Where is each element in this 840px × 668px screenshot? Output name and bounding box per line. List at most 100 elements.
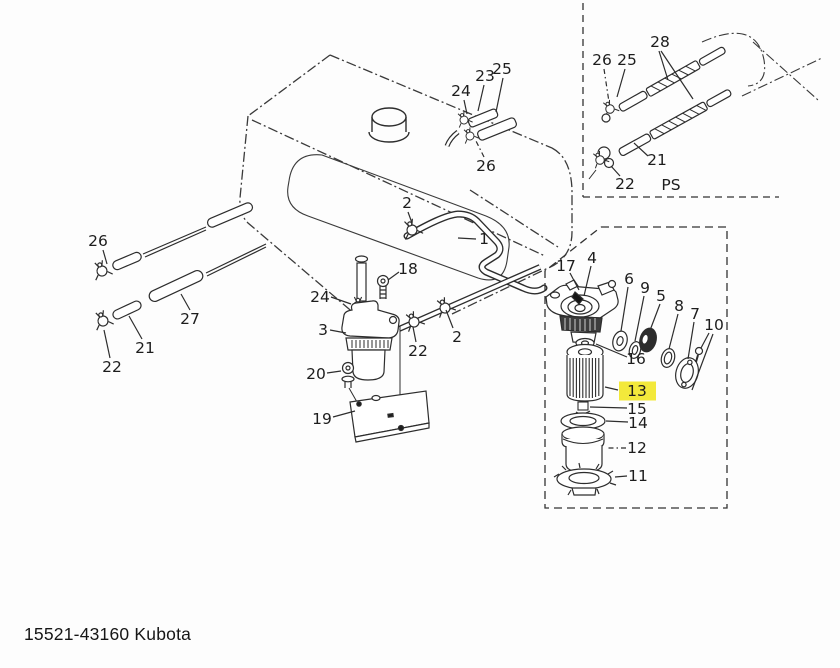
leader-line	[477, 84, 485, 112]
tank-top-fitting	[444, 108, 517, 147]
leader-line	[610, 165, 621, 177]
washer-6	[612, 330, 628, 352]
part-callout-20: 20	[306, 365, 326, 383]
leader-line	[103, 329, 111, 359]
braided-hose-28-lower	[618, 89, 732, 157]
parts-box-border	[544, 226, 728, 509]
braided-hose-28-upper	[618, 46, 726, 112]
hose-25	[477, 117, 517, 141]
leader-line	[332, 410, 356, 418]
leader-line	[495, 77, 504, 113]
bolt-10	[694, 346, 704, 363]
part-callout-21: 21	[647, 151, 667, 169]
leader-line	[648, 303, 661, 334]
part-callout-4: 4	[587, 249, 597, 267]
part-callout-26: 26	[592, 51, 612, 69]
part-callout-18: 18	[398, 260, 418, 278]
lever-4	[571, 291, 584, 305]
ps-inset-phantom	[701, 32, 823, 101]
leader-line	[634, 295, 645, 342]
part-callout-13: 13	[627, 382, 647, 400]
bolt-18	[376, 274, 390, 299]
clamp-26	[459, 125, 480, 144]
part-callout-15: 15	[627, 400, 647, 418]
leader-line	[445, 309, 454, 329]
leader-line	[620, 286, 629, 332]
leader-line	[407, 211, 413, 224]
part-callout-28: 28	[650, 33, 670, 51]
filter-element-13	[566, 343, 604, 402]
leader-line	[569, 272, 580, 291]
leader-line	[475, 140, 485, 158]
leader-line	[668, 313, 679, 350]
leader-line	[128, 315, 143, 340]
part-callout-16: 16	[626, 350, 646, 368]
figure-caption: 15521-43160 Kubota	[24, 624, 192, 644]
ring-8	[660, 348, 676, 368]
clamp-22	[90, 307, 115, 331]
small-parts-row	[612, 327, 704, 389]
mounting-bracket-19	[349, 326, 430, 443]
part-callout-11: 11	[628, 467, 648, 485]
part-callout-21: 21	[135, 339, 155, 357]
leader-line	[603, 68, 610, 103]
leader-line	[102, 249, 108, 265]
part-callout-6: 6	[624, 270, 634, 288]
leader-line	[330, 296, 352, 305]
part-callout-25: 25	[617, 51, 637, 69]
leader-line	[180, 293, 191, 311]
part-callout-9: 9	[640, 279, 650, 297]
part-callout-14: 14	[628, 414, 648, 432]
bowl-gasket-14	[560, 412, 606, 430]
hose-27	[148, 269, 204, 303]
fuel-tank-outline	[239, 54, 573, 321]
leader-line	[700, 332, 710, 349]
ps-inset-hoses	[588, 46, 732, 180]
hose-21	[112, 300, 142, 320]
ps-inset-border	[582, 3, 779, 198]
leader-line	[387, 271, 400, 281]
leader-line	[605, 420, 629, 423]
leader-line	[658, 50, 669, 81]
filter-head-17	[545, 279, 619, 344]
part-callout-24: 24	[310, 288, 330, 306]
retainer-15	[575, 401, 591, 415]
part-callout-2: 2	[452, 328, 462, 346]
part-callout-22: 22	[615, 175, 635, 193]
clamp-26	[598, 97, 620, 118]
grommet-5	[639, 327, 657, 353]
leader-line	[614, 475, 628, 478]
standpipe	[349, 255, 369, 313]
leader-line	[589, 406, 628, 409]
leader-line	[412, 326, 417, 343]
sediment-bowl-12	[561, 426, 605, 473]
leader-line	[616, 68, 626, 98]
leader-line	[329, 329, 347, 334]
leader-line	[583, 265, 592, 297]
fuel-hose-1	[399, 210, 548, 295]
part-callout-10: 10	[704, 316, 724, 334]
part-callout-26: 26	[88, 232, 108, 250]
part-callout-2: 2	[402, 194, 412, 212]
leader-line	[457, 237, 477, 240]
highlight-marker	[619, 381, 656, 401]
sediment-filter-assembly	[341, 300, 400, 381]
part-callout-7: 7	[690, 305, 700, 323]
tank-front-panel	[287, 154, 510, 281]
gasket-9	[628, 341, 642, 359]
hose-segment	[112, 251, 142, 271]
part-callout-3: 3	[318, 321, 328, 339]
filler-cap	[368, 107, 410, 143]
part-callout-23: 23	[475, 67, 495, 85]
leader-line	[604, 386, 619, 391]
hose-segment	[206, 202, 254, 228]
leader-line	[463, 99, 468, 115]
clamp-26	[89, 257, 114, 281]
part-callout-27: 27	[180, 310, 200, 328]
part-callout-26: 26	[476, 157, 496, 175]
part-callout-22: 22	[408, 342, 428, 360]
part-callout-22: 22	[102, 358, 122, 376]
